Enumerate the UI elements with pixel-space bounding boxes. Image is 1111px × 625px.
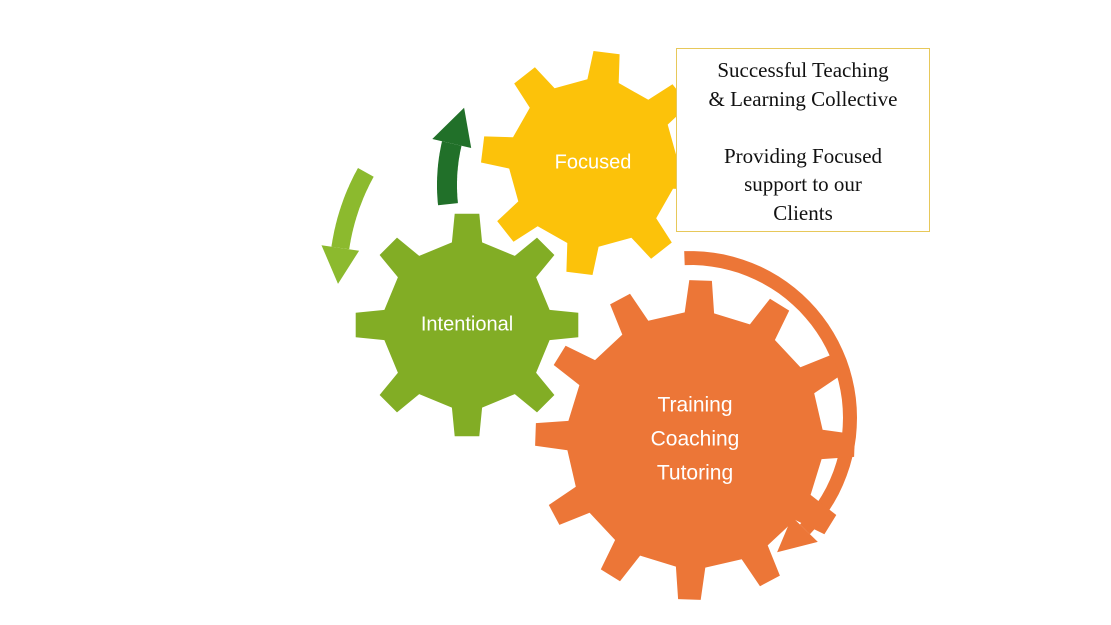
arrow-light-green-shaft xyxy=(331,168,374,250)
focused-gear-shape xyxy=(481,51,705,275)
training-gear: Training Coaching Tutoring xyxy=(535,280,855,600)
arrow-orange-shaft xyxy=(684,251,857,535)
dark-green-curved-arrow xyxy=(432,107,472,206)
callout-body-line-1: Providing Focused xyxy=(723,143,883,168)
arrow-dark-green-head xyxy=(432,107,472,148)
callout-title-line-1: Successful Teaching xyxy=(717,58,889,82)
callout-body-line-3: Clients xyxy=(773,200,833,225)
intentional-gear: Intentional xyxy=(355,213,579,437)
intentional-gear-label: Intentional xyxy=(421,313,513,335)
arrow-dark-green-shaft xyxy=(437,141,462,206)
callout-body-line-2: support to our xyxy=(744,172,862,196)
training-gear-shape xyxy=(535,280,855,600)
tutoring-label: Tutoring xyxy=(657,462,733,485)
orange-curved-arrow xyxy=(684,251,857,553)
callout-spacer xyxy=(677,113,929,142)
focused-gear: Focused xyxy=(481,51,705,275)
arrow-light-green-head xyxy=(321,245,360,284)
intentional-gear-shape xyxy=(355,213,579,437)
training-label: Training xyxy=(657,394,732,417)
light-green-curved-arrow xyxy=(321,168,374,284)
coaching-label: Coaching xyxy=(651,428,740,451)
callout-box: Successful Teaching & Learning Collectiv… xyxy=(676,48,930,232)
callout-title-line-2: & Learning Collective xyxy=(708,86,898,111)
arrow-orange-head xyxy=(777,516,818,553)
focused-gear-label: Focused xyxy=(555,151,632,173)
